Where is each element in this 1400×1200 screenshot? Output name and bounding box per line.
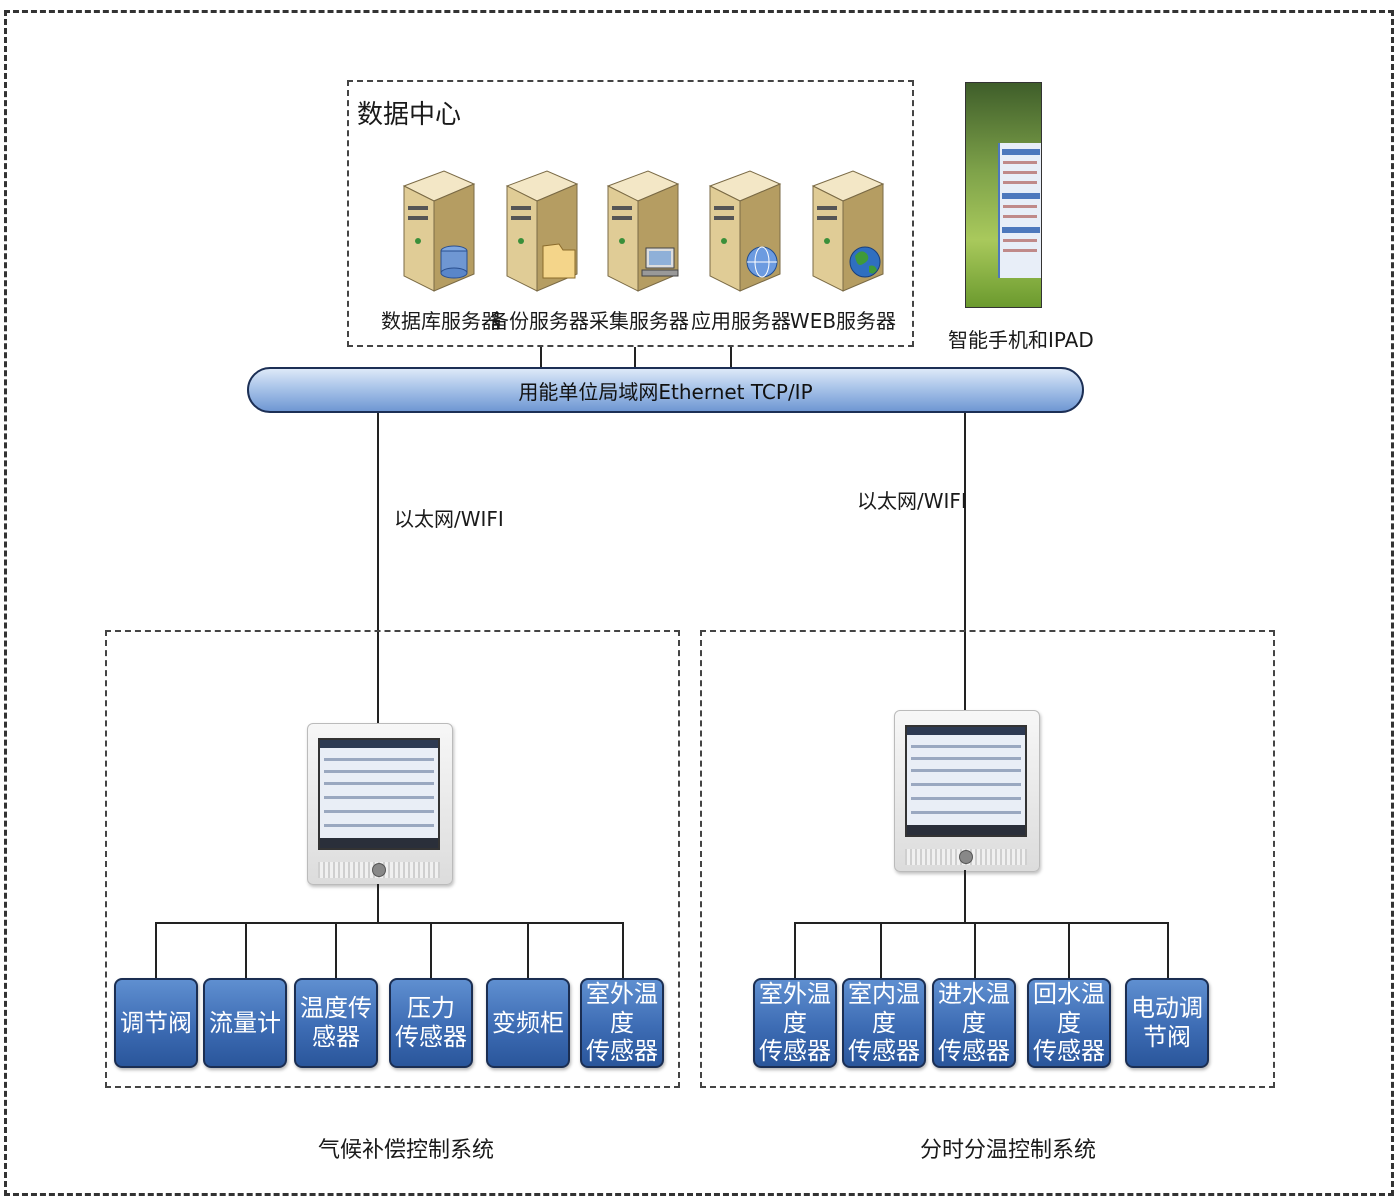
drop-left-0 xyxy=(155,922,157,980)
device-right-0: 室外温度 传感器 xyxy=(753,978,837,1068)
right-system-title: 分时分温控制系统 xyxy=(920,1138,1097,1163)
web-server-icon xyxy=(811,170,885,292)
connector-backup-bus xyxy=(540,347,542,369)
server-label-collection: 采集服务器 xyxy=(589,309,689,333)
drop-left-5 xyxy=(622,922,624,980)
device-right-3: 回水温度 传感器 xyxy=(1027,978,1111,1068)
link-right xyxy=(964,413,966,710)
database-server-icon xyxy=(402,170,476,292)
drop-left-4 xyxy=(527,922,529,980)
drop-right-4 xyxy=(1167,922,1169,980)
device-left-0: 调节阀 xyxy=(114,978,198,1068)
device-left-3: 压力 传感器 xyxy=(389,978,473,1068)
device-left-1: 流量计 xyxy=(203,978,287,1068)
server-label-database: 数据库服务器 xyxy=(381,309,501,333)
right-system-group xyxy=(700,630,1275,1088)
link-left-label: 以太网/WIFI xyxy=(394,507,504,531)
device-left-5: 室外温度 传感器 xyxy=(580,978,664,1068)
drop-left-3 xyxy=(430,922,432,980)
mobile-label: 智能手机和IPAD xyxy=(948,328,1094,352)
data-center-title: 数据中心 xyxy=(357,100,462,130)
device-right-4: 电动调 节阀 xyxy=(1125,978,1209,1068)
device-right-1: 室内温度 传感器 xyxy=(842,978,926,1068)
connector-application-bus xyxy=(730,347,732,369)
touch-panel-right xyxy=(894,710,1040,872)
backup-server-icon xyxy=(505,170,579,292)
smartphone-icon xyxy=(965,82,1042,308)
connector-collection-bus xyxy=(634,347,636,369)
drop-right-1 xyxy=(880,922,882,980)
data-center-group xyxy=(347,80,914,347)
application-server-icon xyxy=(708,170,782,292)
link-left xyxy=(377,413,379,723)
drop-left-2 xyxy=(335,922,337,980)
server-label-web: WEB服务器 xyxy=(789,309,897,333)
drop-right-3 xyxy=(1068,922,1070,980)
drop-left-1 xyxy=(245,922,247,980)
device-left-4: 变频柜 xyxy=(486,978,570,1068)
collection-server-icon xyxy=(606,170,680,292)
server-label-application: 应用服务器 xyxy=(691,309,791,333)
left-system-title: 气候补偿控制系统 xyxy=(318,1138,495,1163)
network-bus-label: 用能单位局域网Ethernet TCP/IP xyxy=(518,379,813,404)
bus-left-horizontal xyxy=(155,922,624,924)
left-system-group xyxy=(105,630,680,1088)
touch-panel-left xyxy=(307,723,453,885)
server-label-backup: 备份服务器 xyxy=(489,309,589,333)
bus-right-stem xyxy=(964,870,966,924)
drop-right-2 xyxy=(974,922,976,980)
bus-left-stem xyxy=(377,884,379,924)
device-left-2: 温度传 感器 xyxy=(294,978,378,1068)
network-bus: 用能单位局域网Ethernet TCP/IP xyxy=(247,367,1084,413)
outer-frame xyxy=(4,10,1394,1196)
drop-right-0 xyxy=(794,922,796,980)
device-right-2: 进水温度 传感器 xyxy=(932,978,1016,1068)
bus-right-horizontal xyxy=(794,922,1169,924)
link-right-label: 以太网/WIFI xyxy=(857,489,967,513)
